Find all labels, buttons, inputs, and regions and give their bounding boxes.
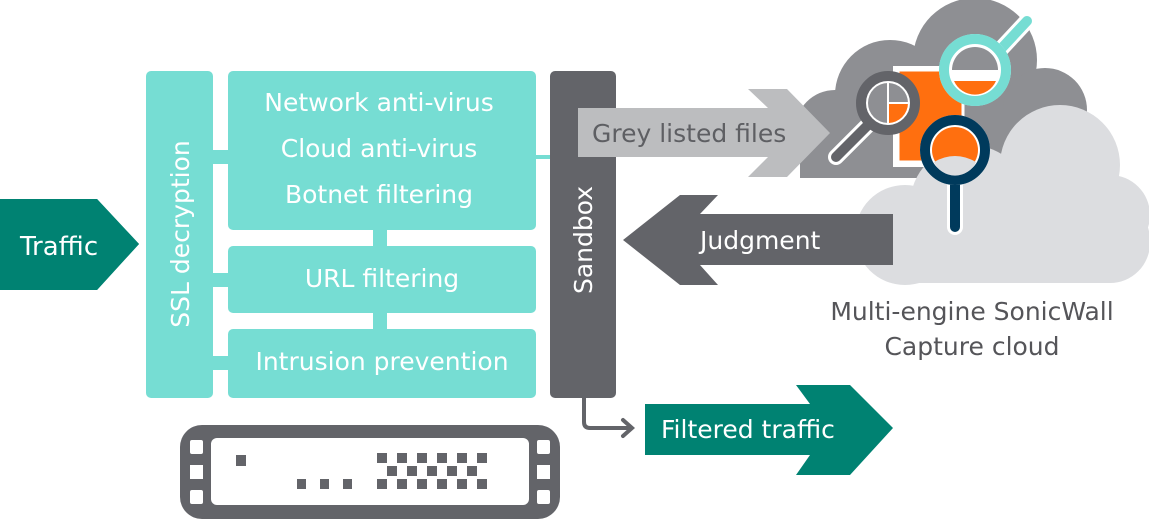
capture-cloud: Multi-engine SonicWall Capture cloud — [795, 0, 1149, 361]
module-url-filtering-block: URL filtering — [228, 246, 536, 313]
magnifying-glass-icon — [828, 71, 920, 165]
traffic-label: Traffic — [19, 232, 98, 262]
judgment-arrow: Judgment — [623, 195, 893, 285]
sandbox-label: Sandbox — [569, 186, 598, 294]
grey-listed-files-arrow: Grey listed files — [578, 89, 830, 177]
cloud-caption-line2: Capture cloud — [884, 332, 1059, 361]
connector — [373, 229, 387, 247]
firewall-appliance-icon — [180, 425, 560, 519]
module-botnet-filtering: Botnet filtering — [285, 180, 473, 209]
module-intrusion-prevention: Intrusion prevention — [255, 347, 508, 376]
grey-listed-files-label: Grey listed files — [592, 119, 786, 148]
ssl-decryption-block: SSL decryption — [146, 71, 228, 398]
filtered-traffic-label: Filtered traffic — [661, 415, 835, 444]
connector — [373, 312, 387, 330]
judgment-label: Judgment — [698, 226, 821, 255]
connector — [212, 150, 228, 164]
module-network-antivirus: Network anti-virus — [264, 88, 493, 117]
module-antivirus-block: Network anti-virus Cloud anti-virus Botn… — [228, 71, 536, 230]
filtered-traffic-arrow: Filtered traffic — [645, 385, 893, 475]
module-cloud-antivirus: Cloud anti-virus — [281, 134, 478, 163]
connector — [212, 356, 228, 370]
magnifying-glass-icon — [920, 115, 990, 235]
module-intrusion-prevention-block: Intrusion prevention — [228, 329, 536, 398]
traffic-arrow: Traffic — [0, 199, 139, 290]
cloud-caption-line1: Multi-engine SonicWall — [830, 297, 1113, 326]
magnifying-glass-icon — [939, 13, 1035, 106]
module-url-filtering: URL filtering — [305, 264, 459, 293]
sandbox-output-connector — [582, 398, 636, 438]
connector — [212, 273, 228, 287]
ssl-decryption-label: SSL decryption — [166, 140, 195, 327]
